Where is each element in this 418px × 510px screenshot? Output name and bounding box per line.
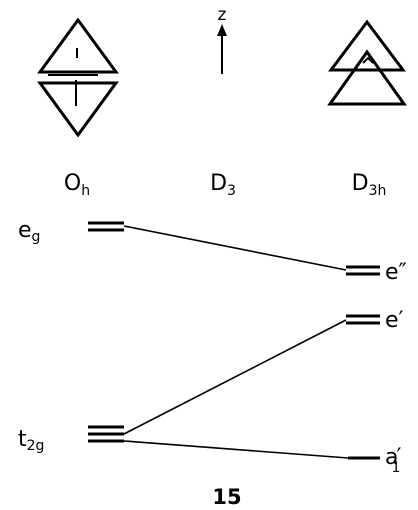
trigonal-prism-d3h-drawing — [327, 19, 407, 106]
correlation-line-eg-to-e-double-prime — [123, 225, 347, 271]
level-label-a1-prime: a′1 — [385, 445, 401, 476]
level-e-double-prime — [346, 265, 380, 276]
level-label-t2g: t2g — [18, 427, 44, 454]
correlation-line-t2g-to-a1-prime — [123, 440, 349, 459]
level-eg — [88, 221, 124, 232]
symmetry-label-oh: Oh — [64, 171, 90, 199]
symmetry-label-d3: D3 — [210, 171, 236, 199]
z-axis-label: z — [218, 5, 227, 25]
figure-number: 15 — [212, 485, 241, 509]
z-axis-arrow — [217, 24, 227, 74]
level-label-eg: eg — [18, 218, 40, 245]
symmetry-label-d3h: D3h — [352, 171, 387, 199]
correlation-line-t2g-to-e-prime — [123, 319, 347, 435]
level-label-e-prime: e′ — [385, 308, 404, 333]
level-t2g — [88, 425, 124, 443]
level-e-prime — [346, 314, 380, 325]
octahedron-oh-drawing — [37, 17, 119, 138]
level-label-e-double-prime: e″ — [385, 260, 407, 285]
